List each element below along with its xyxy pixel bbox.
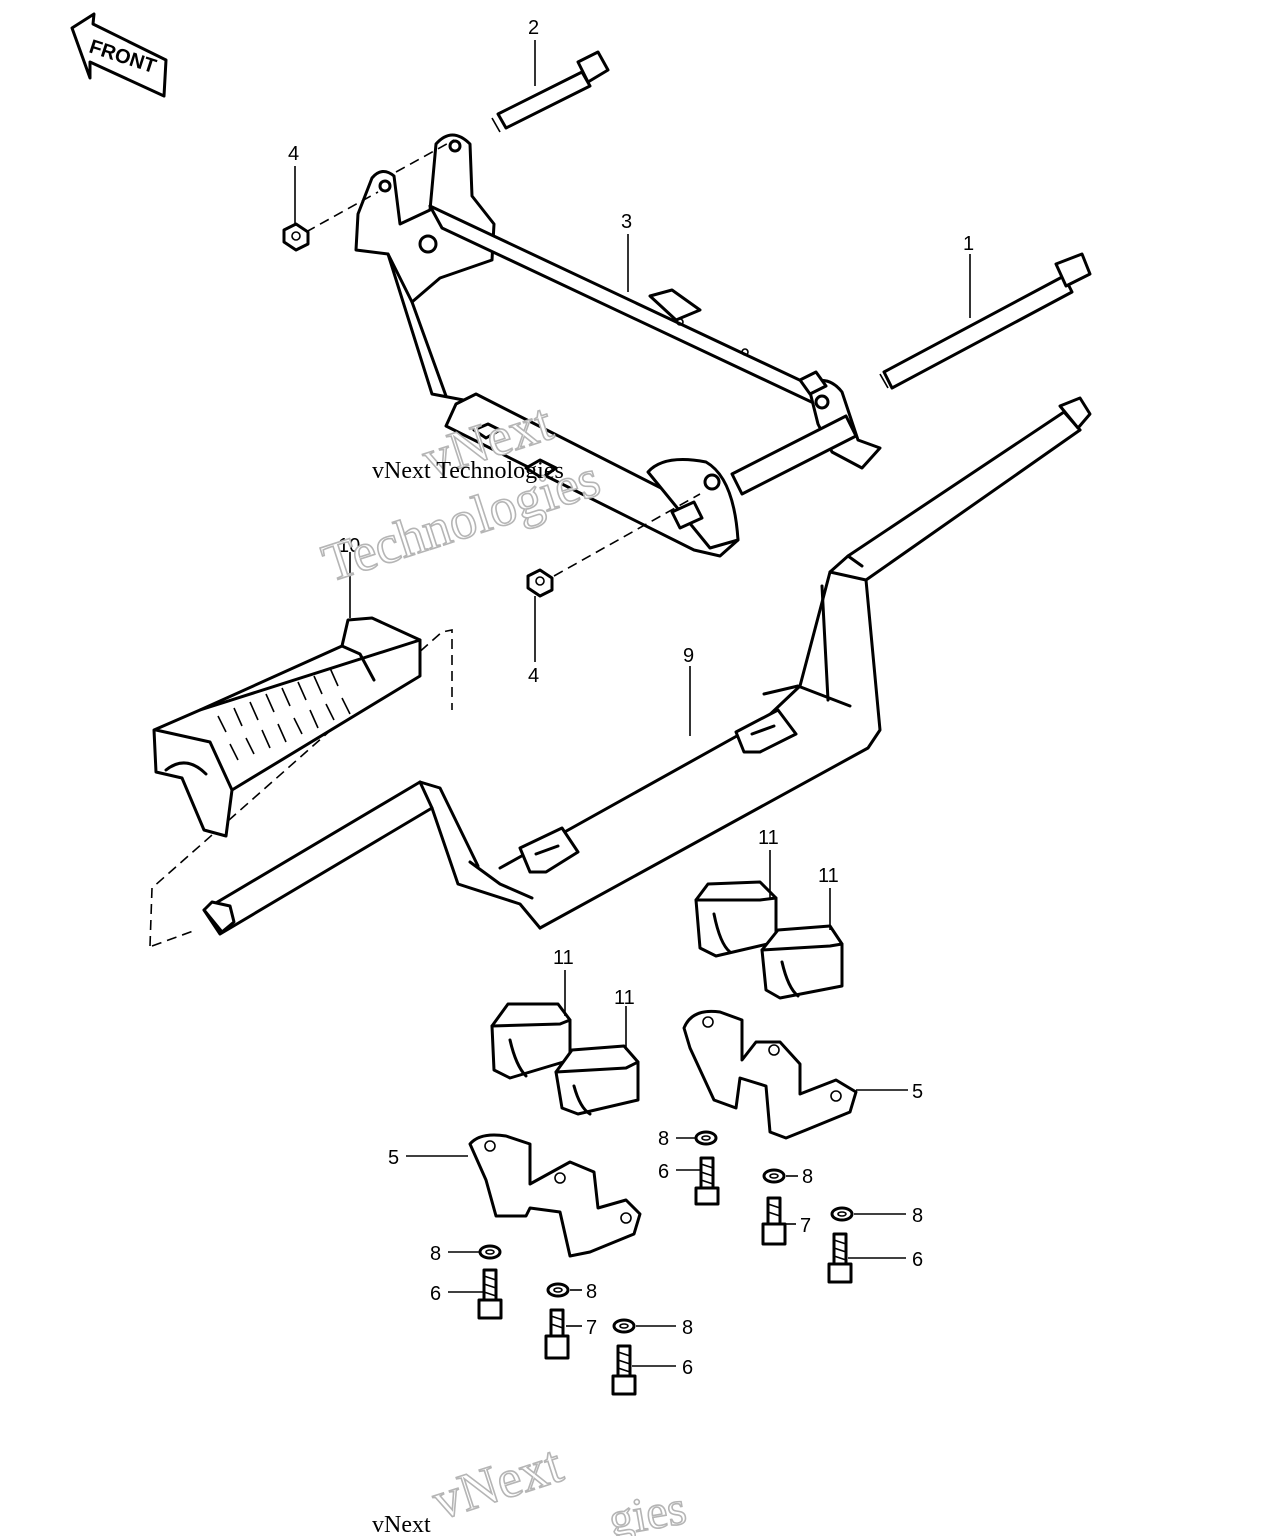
callout-5-right: 5 [912,1081,923,1103]
watermark-small: vNext Technologies [372,458,564,484]
clamp-part-5-right [682,1009,858,1140]
callout-8-f: 8 [682,1317,693,1339]
callout-5-left: 5 [388,1147,399,1169]
callout-11-a: 11 [758,827,779,849]
callout-11-c: 11 [553,947,574,969]
nut-part-4-upper [282,222,310,252]
washer-part-8-d [478,1244,502,1260]
callout-6-c: 6 [430,1283,441,1305]
rubber-block-part-11-d [554,1044,640,1116]
bolt-part-6-a [694,1156,720,1206]
watermark-bottom-small: vNext [372,1512,431,1536]
bolt-part-7-a [761,1196,787,1246]
bolt-part-6-b [827,1232,853,1284]
bolt-part-1 [879,252,1092,390]
callout-6-a: 6 [658,1161,669,1183]
callout-8-e: 8 [586,1281,597,1303]
callout-10: 10 [338,535,360,557]
washer-part-8-a [694,1130,718,1146]
front-arrow: FRONT [70,12,168,98]
footrest-bar-part-9 [202,396,1092,936]
callout-6-d: 6 [682,1357,693,1379]
clamp-part-5-left [468,1133,642,1258]
washer-part-8-c [830,1206,854,1222]
callout-7-b: 7 [586,1317,597,1339]
callout-8-b: 8 [802,1166,813,1188]
callout-8-c: 8 [912,1205,923,1227]
callout-11-b: 11 [818,865,839,887]
front-arrow-label: FRONT [86,36,158,78]
callout-6-b: 6 [912,1249,923,1271]
bolt-part-2 [491,50,610,133]
callout-9: 9 [683,645,694,667]
leader-lines [294,40,971,1367]
nut-part-4-lower [526,568,554,598]
washer-part-8-e [546,1282,570,1298]
callout-labels: 2 4 3 1 10 4 9 11 11 11 11 5 5 8 6 8 7 8… [288,17,974,1379]
callout-7-a: 7 [800,1215,811,1237]
rubber-block-part-11-b [760,924,844,1000]
frame-part-3 [354,133,882,558]
callout-8-d: 8 [430,1243,441,1265]
rubber-block-part-11-c [490,1002,572,1080]
bolt-part-6-d [611,1344,637,1396]
callout-8-a: 8 [658,1128,669,1150]
watermark-bottom-frag: gies [605,1481,690,1536]
washer-part-8-b [762,1168,786,1184]
callout-4-lower: 4 [528,665,539,687]
bolt-part-7-b [544,1308,570,1360]
callout-3: 3 [621,211,632,233]
watermark-bottom-vnext: vNext [425,1434,569,1532]
watermark: vNext Technologies vNext Technologies vN… [314,391,690,1536]
assembly-lines [149,139,701,947]
callout-1: 1 [963,233,974,255]
rubber-block-part-11-a [694,880,778,958]
footrest-rubber-part-10 [152,616,422,838]
callout-2: 2 [528,17,539,39]
callout-4-upper: 4 [288,143,299,165]
washer-part-8-f [612,1318,636,1334]
bolt-part-6-c [477,1268,503,1320]
callout-11-d: 11 [614,987,635,1009]
